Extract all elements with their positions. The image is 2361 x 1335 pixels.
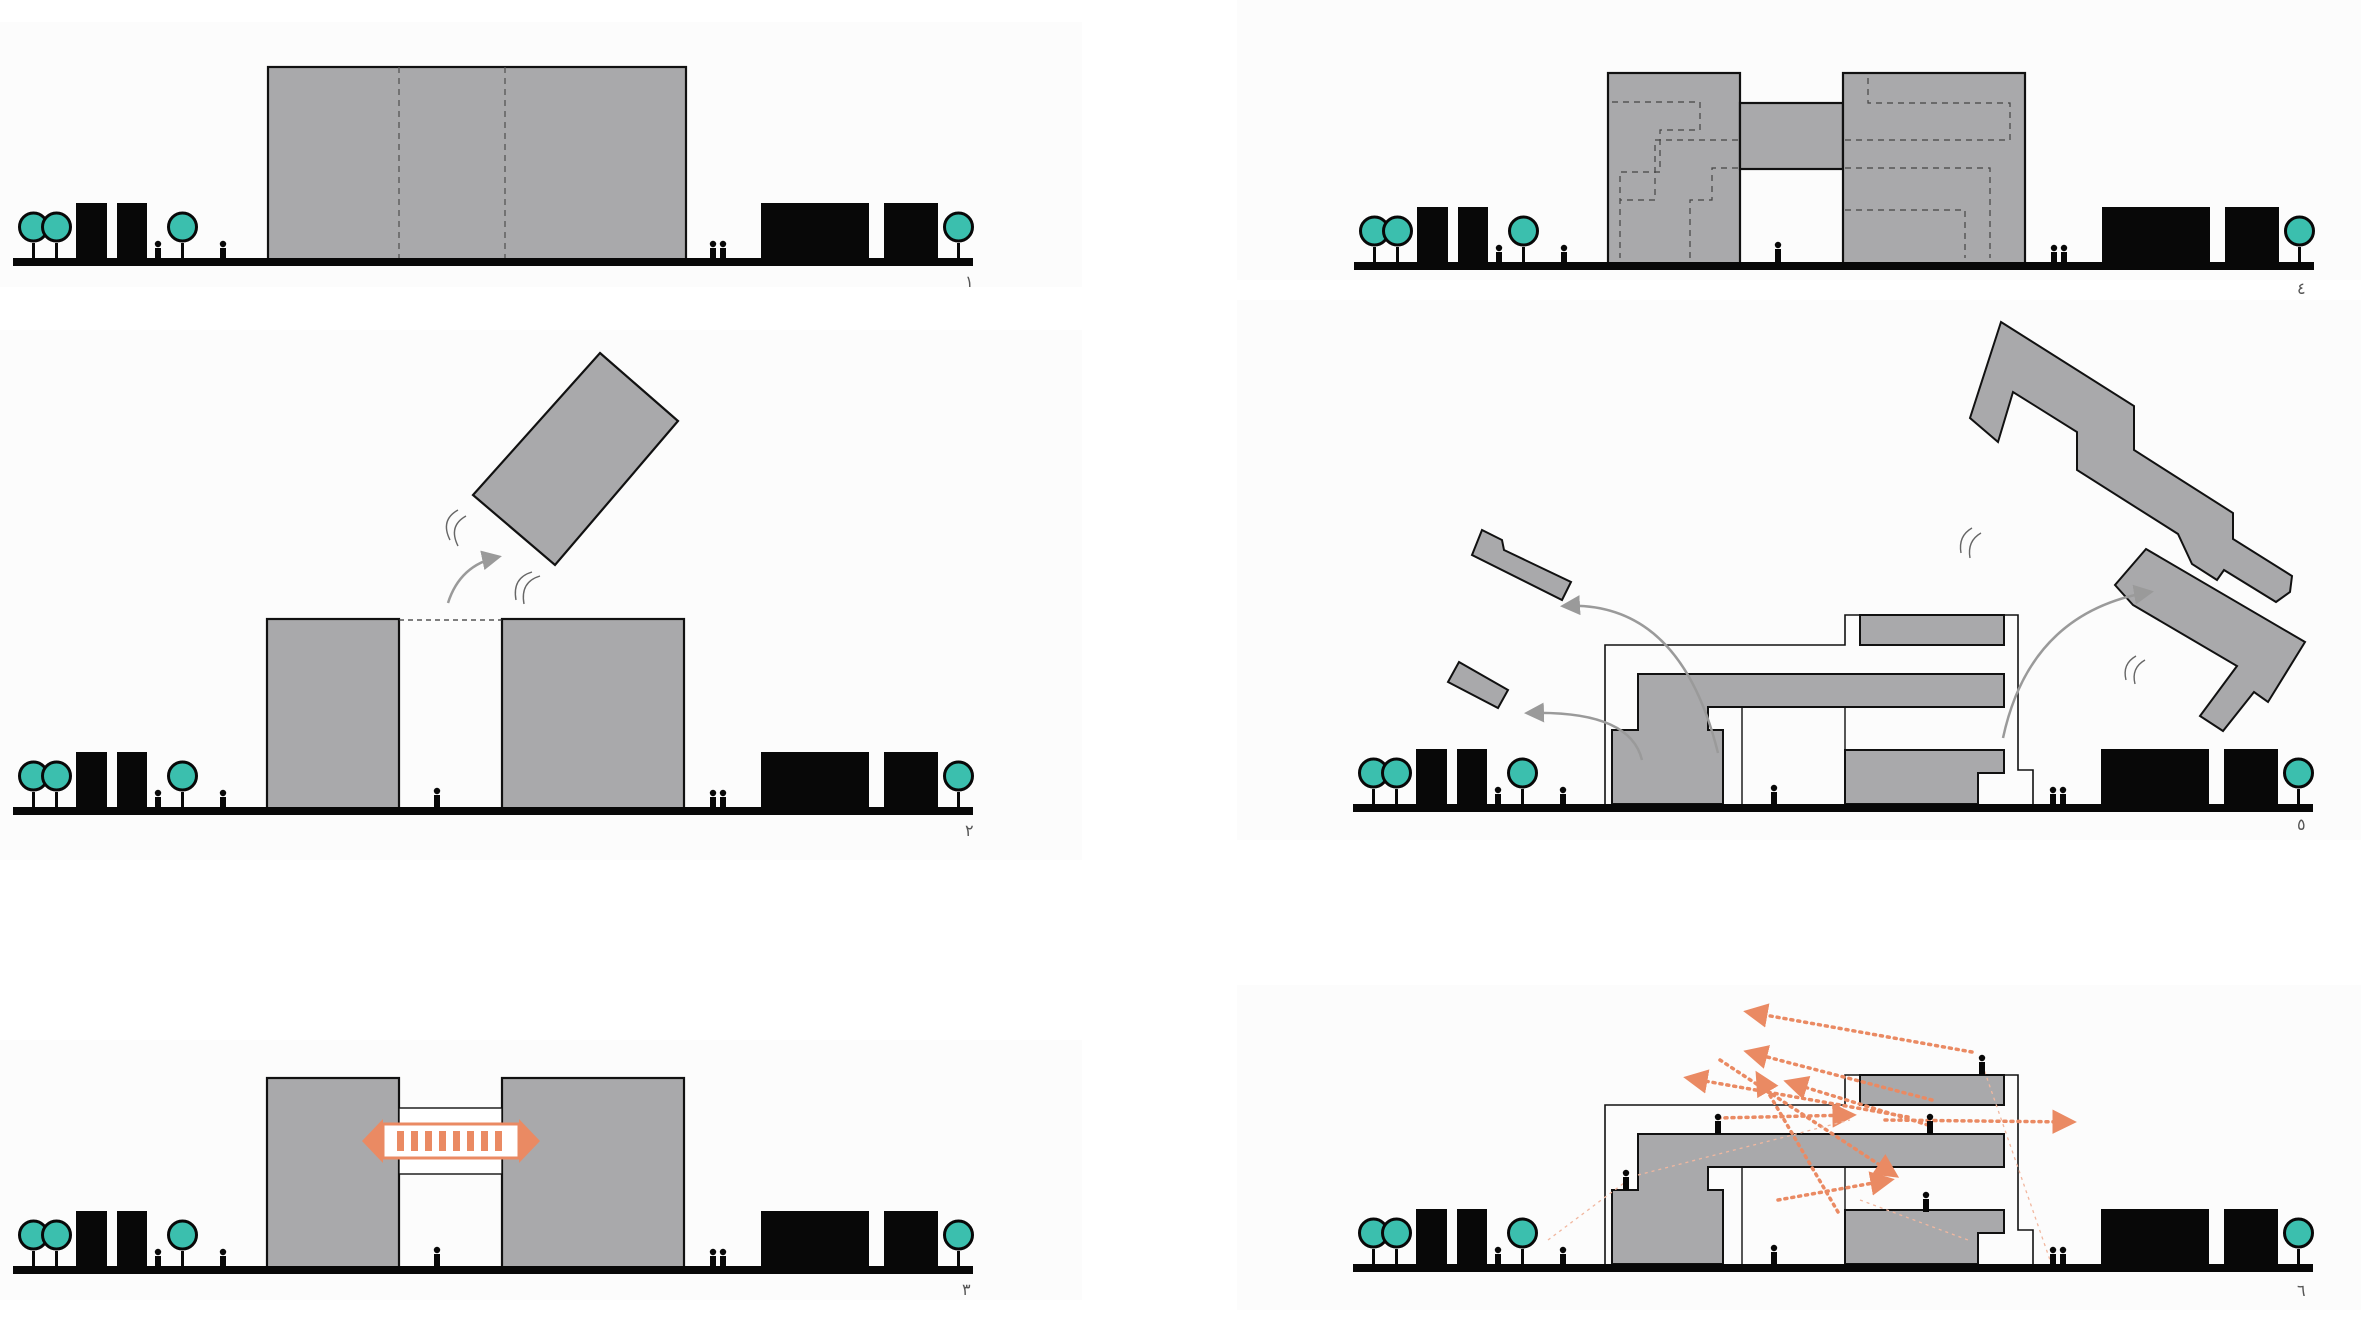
left-block <box>265 1076 401 1271</box>
panel-1: ١ <box>11 65 975 291</box>
removed-block <box>471 351 680 567</box>
motion-lines-icon <box>1959 527 2146 685</box>
panel-6: ٦ <box>1351 1003 2315 1300</box>
panel-5: ٥ <box>1351 320 2315 834</box>
panel-4: ٤ <box>1352 71 2316 298</box>
curved-arrow-icon <box>2001 584 2154 739</box>
curved-arrow-icon <box>1524 702 1644 761</box>
left-block <box>265 617 401 812</box>
removed-piece-small-2 <box>1446 660 1510 710</box>
right-block <box>500 1076 686 1271</box>
view-arrow-icon <box>1683 1003 2077 1214</box>
curved-arrow-icon <box>446 550 502 604</box>
panel-2: ٢ <box>11 351 975 840</box>
panel-3: ٣ <box>11 1076 975 1299</box>
removed-piece-mid <box>2113 547 2307 733</box>
panel-label-3: ٣ <box>962 1280 971 1299</box>
panel-label-1: ١ <box>965 272 974 291</box>
bridge-block <box>1738 101 1845 171</box>
curved-arrow-icon <box>1560 595 1720 754</box>
solid-block <box>266 65 688 263</box>
panel-label-6: ٦ <box>2297 1281 2306 1300</box>
panel-label-5: ٥ <box>2297 815 2306 834</box>
panel-label-2: ٢ <box>965 821 974 840</box>
right-block <box>500 617 686 812</box>
motion-lines-icon <box>445 509 541 605</box>
panel-label-4: ٤ <box>2297 279 2306 298</box>
removed-piece-large <box>1968 320 2294 604</box>
connection-arrow-icon <box>362 1119 540 1163</box>
removed-piece-small-1 <box>1470 528 1573 602</box>
